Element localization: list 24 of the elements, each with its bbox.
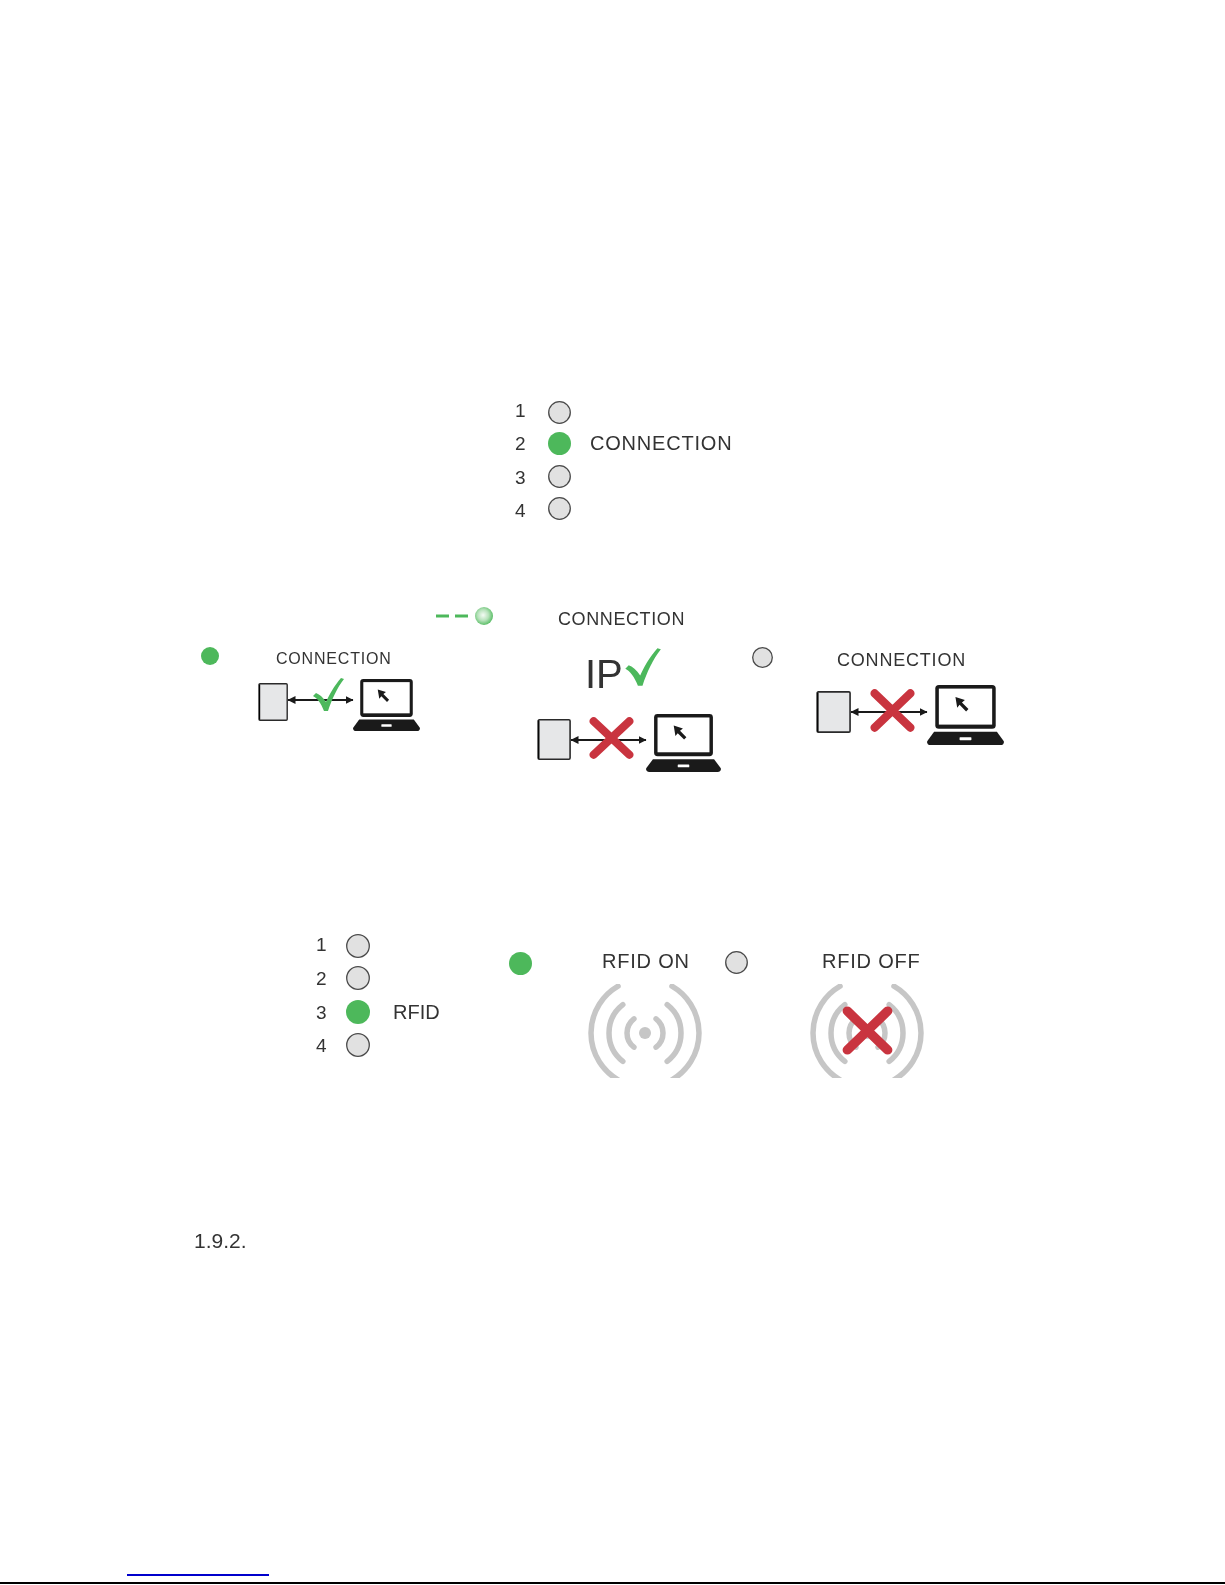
state-caption: RFID ON [602, 951, 690, 972]
ip-text: IP [585, 653, 623, 694]
led-number: 1 [515, 400, 526, 420]
section-number: 1.9.2. [194, 1229, 247, 1251]
tablet-icon [816, 691, 851, 733]
led-number: 3 [316, 1002, 327, 1022]
double-arrow [287, 696, 354, 704]
led-label: RFID [393, 1002, 440, 1023]
led-number: 2 [316, 968, 327, 988]
state-caption: RFID OFF [822, 951, 921, 972]
state-caption: CONNECTION [837, 651, 966, 670]
led-number: 1 [316, 934, 327, 954]
state-caption: CONNECTION [276, 651, 392, 668]
laptop-icon [927, 685, 1004, 745]
led-number: 4 [515, 500, 526, 520]
tablet-icon [537, 719, 571, 760]
state-caption: CONNECTION [558, 610, 685, 629]
led-label: CONNECTION [590, 433, 733, 454]
led-number: 2 [515, 433, 526, 453]
tablet-icon [258, 683, 288, 721]
laptop-icon [646, 714, 721, 772]
led-number: 3 [515, 467, 526, 487]
laptop-icon [353, 679, 420, 731]
led-number: 4 [316, 1035, 327, 1055]
